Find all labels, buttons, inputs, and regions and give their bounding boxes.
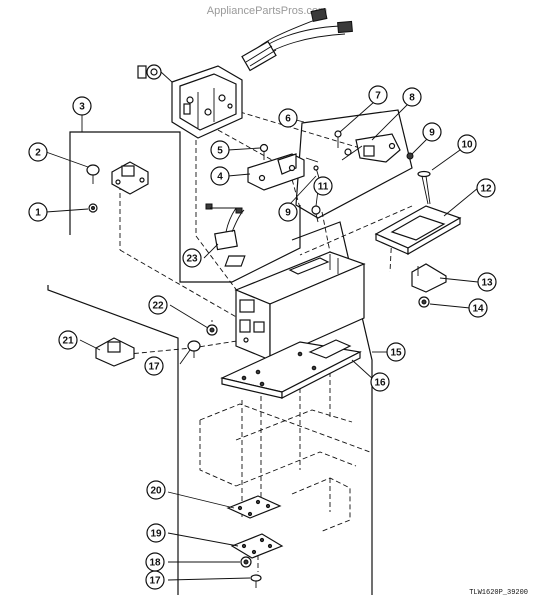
callout-1-label: 1 (35, 208, 41, 219)
callout-17-top: 17 (144, 356, 164, 376)
cabinet-outline (199, 403, 371, 533)
callout-4-label: 4 (217, 172, 223, 183)
callout-17-bottom: 17 (145, 570, 165, 590)
plate-19 (230, 533, 284, 559)
timer-gear-icon (137, 64, 173, 83)
callout-14-label: 14 (472, 304, 484, 315)
screw-10 (417, 170, 431, 205)
callout-13-label: 13 (481, 278, 493, 289)
hinge-bracket (111, 161, 149, 195)
callout-5-label: 5 (217, 146, 223, 157)
callout-4: 4 (210, 166, 230, 186)
console-body (224, 251, 366, 361)
screw-17-bottom (250, 574, 262, 588)
screw-11 (311, 205, 321, 223)
callout-10: 10 (457, 134, 477, 154)
watermark-text: AppliancePartsPros.com (207, 5, 327, 17)
callout-18-label: 18 (149, 558, 161, 569)
callout-22-label: 22 (152, 301, 164, 312)
group-frame-3 (69, 131, 181, 262)
callout-9-middle: 9 (278, 202, 298, 222)
callout-18: 18 (145, 552, 165, 572)
callout-17-top-label: 17 (148, 362, 160, 373)
nut-1 (88, 203, 98, 213)
rivet-2 (86, 164, 100, 184)
callout-8-label: 8 (409, 93, 415, 104)
callout-15-label: 15 (390, 348, 402, 359)
rivet-17-top (187, 340, 201, 358)
callout-2: 2 (28, 142, 48, 162)
callout-13: 13 (477, 272, 497, 292)
callout-16-label: 16 (374, 378, 386, 389)
timer-control-box (171, 65, 243, 139)
callout-12-label: 12 (480, 184, 492, 195)
mounting-plate-16 (220, 339, 362, 399)
nut-9-right (406, 152, 414, 160)
callout-3-label: 3 (79, 102, 85, 113)
callout-17-bottom-label: 17 (149, 576, 161, 587)
callout-22: 22 (148, 295, 168, 315)
callout-14: 14 (468, 298, 488, 318)
callout-11-label: 11 (318, 182, 329, 193)
nut-22 (206, 324, 218, 336)
callout-5: 5 (210, 140, 230, 160)
callout-23-label: 23 (186, 254, 198, 265)
callout-1: 1 (28, 202, 48, 222)
callout-7-label: 7 (375, 91, 381, 102)
nut-14 (418, 296, 430, 308)
mounting-bracket-12 (374, 205, 462, 256)
callout-9-right: 9 (422, 122, 442, 142)
callout-3: 3 (72, 96, 92, 116)
callout-9-right-label: 9 (429, 128, 435, 139)
callout-2-label: 2 (35, 148, 41, 159)
wire-frame (179, 205, 301, 283)
hinge-21 (95, 337, 135, 367)
callout-21: 21 (58, 330, 78, 350)
callout-9-middle-label: 9 (285, 208, 291, 219)
callout-10-label: 10 (461, 140, 473, 151)
callout-7: 7 (368, 85, 388, 105)
clip-13 (411, 263, 447, 293)
callout-20: 20 (146, 480, 166, 500)
callout-12: 12 (476, 178, 496, 198)
assembly-lines (117, 111, 413, 572)
wire-harness (241, 8, 353, 72)
screw-5 (259, 143, 269, 160)
callout-20-label: 20 (150, 486, 162, 497)
lid-switch (334, 130, 401, 163)
callout-21-label: 21 (62, 336, 74, 347)
callout-23: 23 (182, 248, 202, 268)
callout-15: 15 (386, 342, 406, 362)
switch-bracket (247, 153, 319, 191)
plate-20 (226, 495, 282, 519)
callout-8: 8 (402, 87, 422, 107)
callout-19: 19 (146, 523, 166, 543)
drawing-id-label: TLW1620P_39200 (469, 589, 528, 597)
callout-19-label: 19 (150, 529, 162, 540)
callout-16: 16 (370, 372, 390, 392)
callout-6: 6 (278, 108, 298, 128)
callout-6-label: 6 (285, 114, 291, 125)
group-frame-6 (295, 109, 413, 219)
group-frame-15 (47, 285, 179, 595)
wire-component-23 (205, 203, 245, 251)
callout-11: 11 (313, 176, 333, 196)
nut-18 (240, 556, 252, 568)
